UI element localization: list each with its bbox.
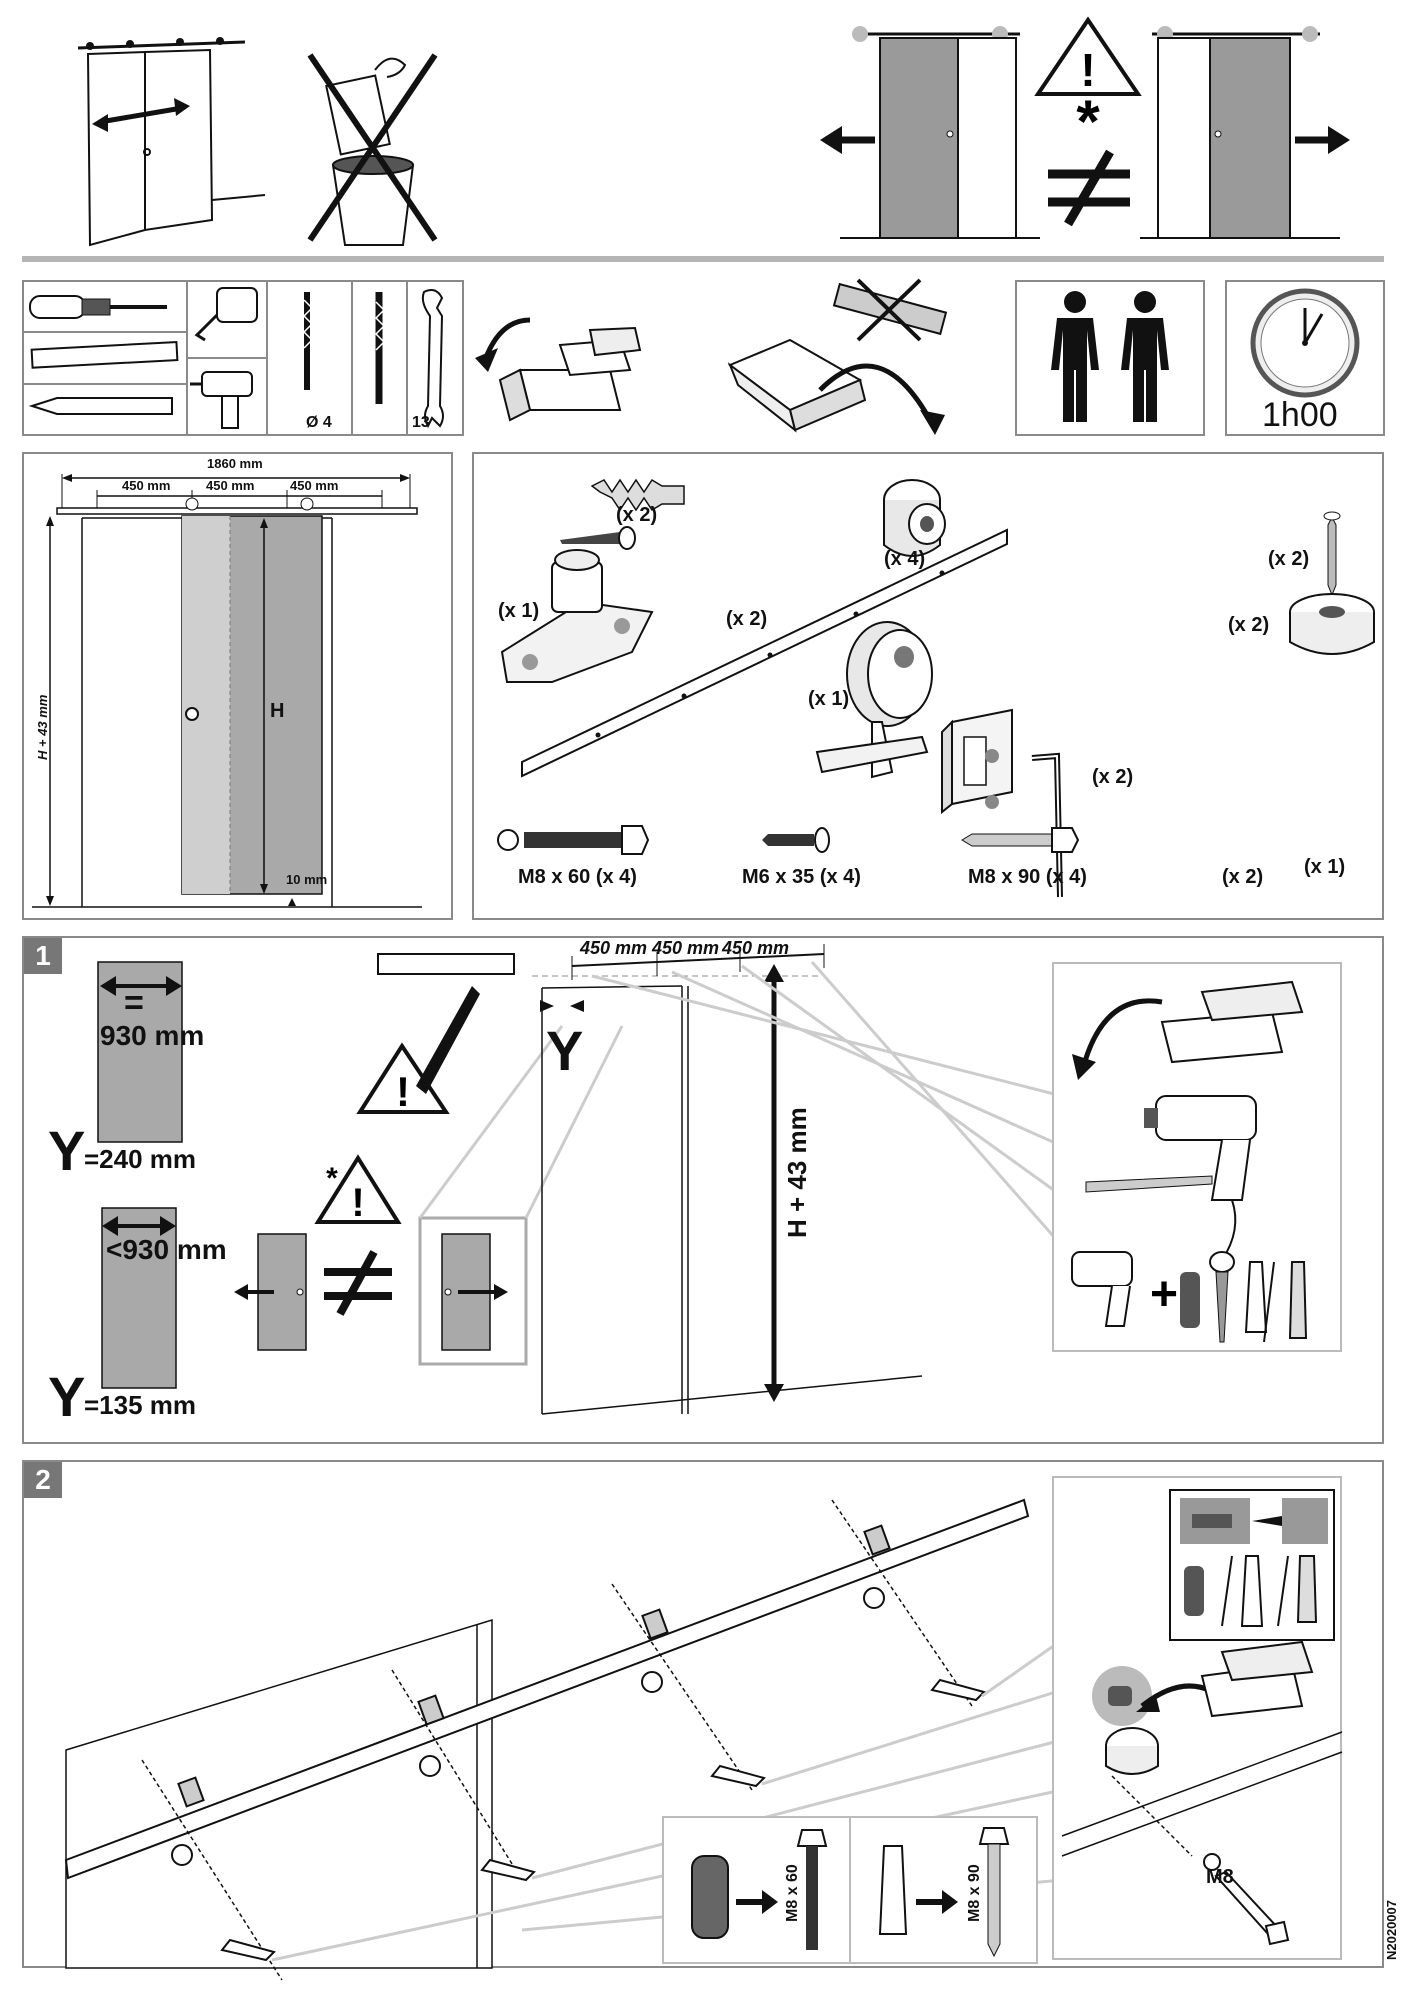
toolbox-open-icon <box>475 317 642 422</box>
step1-narrow-y-value: =135 mm <box>84 1390 197 1420</box>
step-1-tools: + <box>1071 980 1308 1343</box>
screw-small-qty: (x 2) <box>726 608 768 630</box>
svg-text:!: ! <box>396 1068 410 1115</box>
step-2-fasteners <box>691 1816 1010 1964</box>
allen-key-qty: (x 1) <box>1304 856 1346 878</box>
svg-text:*: * <box>326 1162 338 1195</box>
bottom-guide-qty: (x 1) <box>498 600 540 622</box>
no-cutter-open-box-icon <box>727 278 948 435</box>
anchor-qty: (x 2) <box>616 504 658 526</box>
do-not-discard-icon <box>307 53 438 246</box>
clock-icon <box>1250 288 1360 398</box>
stopper-qty: (x 2) <box>1228 614 1270 636</box>
step1-spacing-1: 450 mm <box>580 938 648 958</box>
step1-height-label: H + 43 mm <box>782 1107 812 1238</box>
dimension-diagram <box>32 474 422 908</box>
step1-spacing-2: 450 mm <box>652 938 720 958</box>
screw-m6x35-label: M6 x 35 (x 4) <box>742 866 861 888</box>
two-persons-icon <box>1051 291 1169 422</box>
step1-narrow-y-letter: Y <box>48 1365 86 1428</box>
document-code: N2020007 <box>1384 1900 1399 1960</box>
spacing-label-2: 450 mm <box>206 478 255 493</box>
screw-m8x90-label: M8 x 90 (x 4) <box>968 866 1087 888</box>
spacing-label-1: 450 mm <box>122 478 171 493</box>
roller-qty: (x 2) <box>1092 766 1134 788</box>
step-1-badge: 1 <box>24 938 62 974</box>
step1-wide-width: 930 mm <box>100 1020 205 1051</box>
parts-illustrations <box>497 478 1375 898</box>
step2-bolt-m8x60-label: M8 x 60 <box>784 1864 801 1922</box>
spacing-label-3: 450 mm <box>290 478 339 493</box>
height-plus-43-label: H + 43 mm <box>35 694 50 760</box>
svg-text:!: ! <box>1080 44 1095 96</box>
floor-gap-label: 10 mm <box>286 872 328 887</box>
step1-wide-y-letter: Y <box>48 1119 86 1182</box>
step1-equal-sign: = <box>124 984 144 1022</box>
drill-bit-size: Ø 4 <box>306 414 332 431</box>
total-length-label: 1860 mm <box>207 456 263 471</box>
svg-text:*: * <box>1076 88 1100 155</box>
wrench-size: 13 <box>412 414 430 431</box>
tools-grid <box>22 280 444 436</box>
step1-spacing-3: 450 mm <box>722 938 790 958</box>
step-2-badge: 2 <box>24 1462 62 1498</box>
duration-label: 1h00 <box>1262 396 1338 434</box>
step-2-detail <box>1061 1489 1343 1946</box>
svg-text:!: ! <box>351 1181 364 1225</box>
rail-qty: (x 1) <box>808 688 850 710</box>
section-divider <box>22 256 1384 262</box>
step2-bolt-label: M8 <box>1206 1866 1234 1888</box>
bolt-m8x60-label: M8 x 60 (x 4) <box>518 866 637 888</box>
step1-narrow-width: <930 mm <box>106 1234 227 1265</box>
door-height-label: H <box>270 700 285 722</box>
step1-y-marker: Y <box>546 1019 584 1082</box>
spacer-qty: (x 4) <box>884 548 926 570</box>
step1-wide-y-value: =240 mm <box>84 1144 197 1174</box>
svg-text:+: + <box>1150 1268 1178 1321</box>
screw-stopper-qty: (x 2) <box>1268 548 1310 570</box>
two-persons-panel <box>1015 280 1205 436</box>
clamp-qty: (x 2) <box>1222 866 1264 888</box>
step2-screw-m8x90-label: M8 x 90 <box>966 1864 983 1922</box>
sliding-door-illustration <box>77 37 266 247</box>
door-orientation-warning: ! * <box>820 16 1350 239</box>
step-1-illustration: ! * ! <box>97 944 1064 1415</box>
